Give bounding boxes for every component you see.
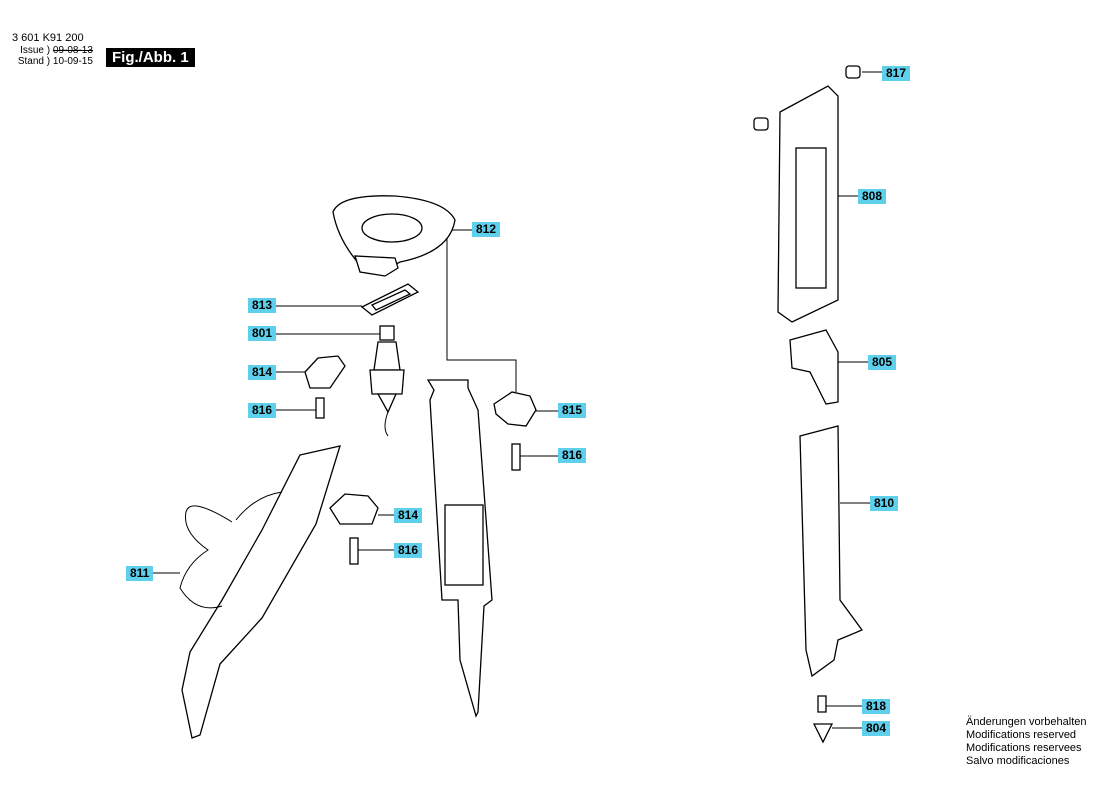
callout-813: 813 (248, 298, 277, 313)
part-813-washer (360, 283, 420, 316)
part-814-clamp-upper (304, 355, 346, 389)
callout-812: 812 (472, 222, 501, 237)
part-810-leg-lower (799, 425, 864, 678)
callout-808: 808 (858, 189, 887, 204)
callout-817: 817 (882, 66, 911, 81)
part-804-tip (812, 723, 834, 744)
note-en: Modifications reserved (966, 729, 1077, 741)
callout-805: 805 (868, 355, 897, 370)
leader-lines (152, 71, 882, 729)
callout-815: 815 (558, 403, 587, 418)
part-number: 3 601 K91 200 (12, 32, 84, 44)
callout-816: 816 (394, 543, 423, 558)
note-es: Salvo modificaciones (966, 755, 1070, 767)
callout-810: 810 (870, 496, 899, 511)
part-leg-middle (426, 379, 493, 718)
stand-date: 10-09-15 (52, 56, 93, 67)
note-fr: Modifications reservees (966, 742, 1082, 754)
part-816-screws (315, 397, 521, 565)
part-817-caps (753, 65, 861, 131)
callout-818: 818 (862, 699, 891, 714)
part-818-tip (817, 695, 827, 713)
stand-label: Stand (17, 56, 44, 67)
issue-date: 09-08-13 (52, 45, 93, 56)
callout-816: 816 (248, 403, 277, 418)
figure-label: Fig./Abb. 1 (106, 48, 195, 67)
revision-box: Issue ) 09-08-13 Stand ) 10-09-15 (14, 45, 93, 67)
callout-804: 804 (862, 721, 891, 736)
part-814-clamp-lower (329, 493, 379, 525)
callout-814: 814 (248, 365, 277, 380)
modification-notes: Änderungen vorbehalten Modifications res… (966, 716, 1086, 768)
callout-801: 801 (248, 326, 277, 341)
callout-811: 811 (126, 566, 154, 581)
callout-814: 814 (394, 508, 423, 523)
note-de: Änderungen vorbehalten (966, 716, 1087, 728)
part-801-center-screw (369, 325, 405, 437)
issue-label: Issue (20, 45, 44, 56)
part-812-head-plate (332, 195, 456, 277)
part-815-clamp (493, 391, 537, 427)
part-805-clip (789, 329, 839, 405)
part-811-leg (179, 445, 341, 739)
callout-816: 816 (558, 448, 587, 463)
part-808-leg-upper (777, 85, 839, 323)
